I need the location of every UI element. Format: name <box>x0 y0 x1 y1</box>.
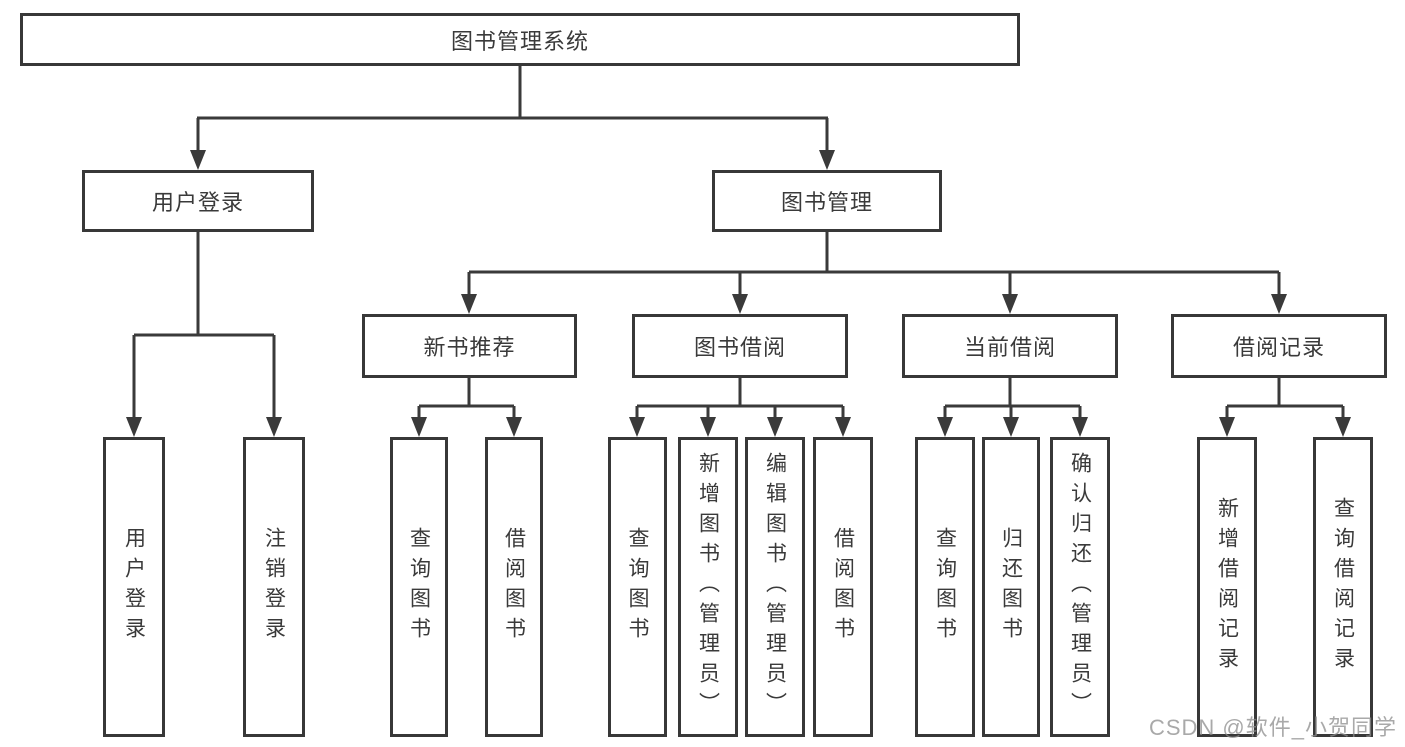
leaf-confirm-return-admin: 确认归还（管理员） <box>1050 437 1110 737</box>
node-label: 图书管理 <box>780 190 873 215</box>
leaf-logout: 注销登录 <box>243 437 305 737</box>
leaf-label: 注销登录 <box>262 527 286 647</box>
leaf-label: 查询图书 <box>407 527 431 647</box>
leaf-label: 查询借阅记录 <box>1331 497 1355 677</box>
leaf-label: 借阅图书 <box>831 527 855 647</box>
node-borrowing-records: 借阅记录 <box>1171 314 1387 378</box>
leaf-query-borrow-record: 查询借阅记录 <box>1313 437 1373 737</box>
leaf-borrow-books-recommend: 借阅图书 <box>485 437 543 737</box>
leaf-borrow-books: 借阅图书 <box>813 437 873 737</box>
node-book-borrowing: 图书借阅 <box>632 314 848 378</box>
node-current-borrowing: 当前借阅 <box>902 314 1118 378</box>
node-label: 图书借阅 <box>693 335 786 360</box>
leaf-label: 用户登录 <box>122 527 146 647</box>
node-new-book-recommend: 新书推荐 <box>362 314 577 378</box>
csdn-watermark: CSDN @软件_小贺同学 <box>1148 715 1397 740</box>
leaf-return-books: 归还图书 <box>982 437 1040 737</box>
node-book-management: 图书管理 <box>712 170 942 232</box>
leaf-add-borrow-record: 新增借阅记录 <box>1197 437 1257 737</box>
leaf-add-books-admin: 新增图书（管理员） <box>678 437 738 737</box>
node-label: 用户登录 <box>151 190 244 215</box>
leaf-label: 确认归还（管理员） <box>1068 452 1092 722</box>
leaf-label: 新增图书（管理员） <box>696 452 720 722</box>
leaf-query-books-borrowing: 查询图书 <box>608 437 667 737</box>
leaf-label: 查询图书 <box>626 527 649 647</box>
node-label: 图书管理系统 <box>450 28 589 54</box>
leaf-label: 新增借阅记录 <box>1215 497 1239 677</box>
node-label: 当前借阅 <box>963 335 1056 360</box>
leaf-label: 借阅图书 <box>502 527 526 647</box>
node-root-library-system: 图书管理系统 <box>20 13 1020 66</box>
leaf-query-books-current: 查询图书 <box>915 437 975 737</box>
node-user-login: 用户登录 <box>82 170 314 232</box>
node-label: 借阅记录 <box>1232 335 1325 360</box>
leaf-edit-books-admin: 编辑图书（管理员） <box>745 437 805 737</box>
leaf-label: 编辑图书（管理员） <box>763 452 787 722</box>
node-label: 新书推荐 <box>423 335 516 360</box>
leaf-query-books-recommend: 查询图书 <box>390 437 448 737</box>
leaf-label: 查询图书 <box>933 527 957 647</box>
leaf-label: 归还图书 <box>999 527 1023 647</box>
leaf-user-login: 用户登录 <box>103 437 165 737</box>
